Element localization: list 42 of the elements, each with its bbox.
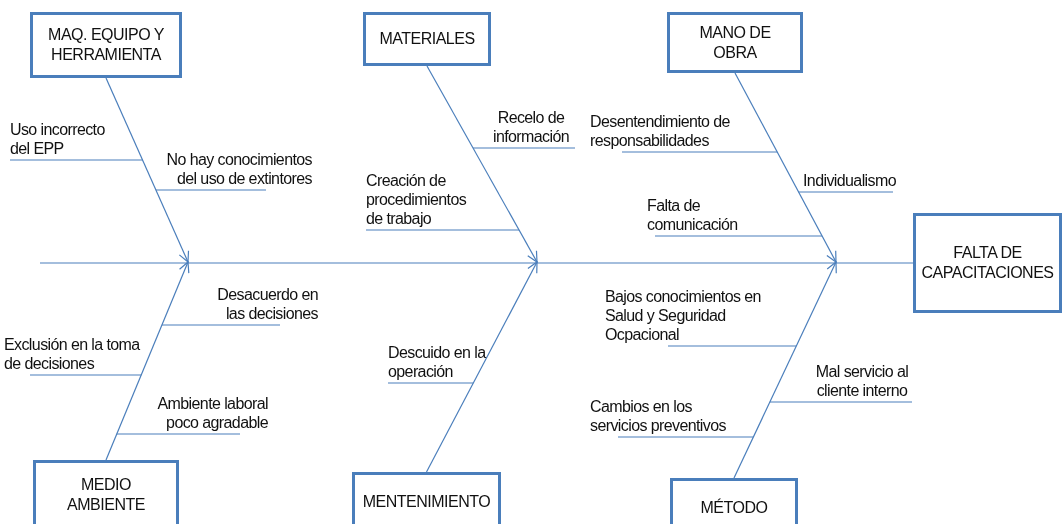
bone-arrow	[105, 77, 190, 263]
category-box: MATERIALES	[363, 12, 491, 66]
cause-text: Cambios en los servicios preventivos	[590, 397, 734, 437]
effect-box: FALTA DE CAPACITACIONES	[913, 213, 1062, 313]
category-box: MEDIO AMBIENTE	[33, 460, 179, 524]
cause-text: Desentendimiento de responsabilidades	[590, 112, 742, 152]
cause-text: Mal servicio al cliente interno	[812, 362, 912, 402]
cause-text: No hay conocimientos del uso de extintores	[157, 150, 312, 190]
category-box: MENTENIMIENTO	[352, 472, 501, 524]
bone-arrow	[426, 65, 538, 263]
category-box: MAQ. EQUIPO Y HERRAMIENTA	[30, 12, 182, 78]
category-box: MÉTODO	[670, 478, 798, 524]
branch-line	[29, 374, 142, 376]
cause-text: Creación de procedimientos de trabajo	[366, 171, 470, 230]
cause-text: Ambiente laboral poco agradable	[156, 394, 268, 434]
cause-text: Bajos conocimientos en Salud y Seguridad Ocpacional	[605, 287, 771, 346]
branch-line	[9, 159, 144, 161]
cause-text: Desacuerdo en las decisiones	[214, 285, 318, 325]
branch-line	[387, 382, 474, 384]
branch-line	[654, 235, 823, 237]
branch-line	[155, 189, 267, 191]
bone-arrow	[105, 261, 190, 461]
cause-text: Falta de comunicación	[647, 196, 771, 236]
cause-text: Individualismo	[803, 171, 895, 192]
branch-line	[667, 345, 797, 347]
cause-text: Exclusión en la toma de decisiones	[4, 335, 140, 375]
branch-line	[116, 433, 241, 435]
branch-line	[161, 324, 281, 326]
branch-line	[472, 147, 576, 149]
cause-text: Uso incorrecto del EPP	[10, 120, 116, 160]
branch-line	[365, 229, 520, 231]
category-box: MANO DE OBRA	[667, 12, 803, 73]
cause-text: Descuido en la operación	[388, 343, 496, 383]
cause-text: Recelo de información	[485, 108, 577, 148]
spine-line	[39, 262, 914, 264]
bone-arrow	[734, 72, 837, 263]
branch-line	[798, 191, 894, 193]
branch-line	[621, 151, 778, 153]
branch-line	[769, 401, 913, 403]
bone-arrow	[425, 261, 538, 473]
branch-line	[617, 436, 754, 438]
bone-arrow	[733, 261, 837, 479]
